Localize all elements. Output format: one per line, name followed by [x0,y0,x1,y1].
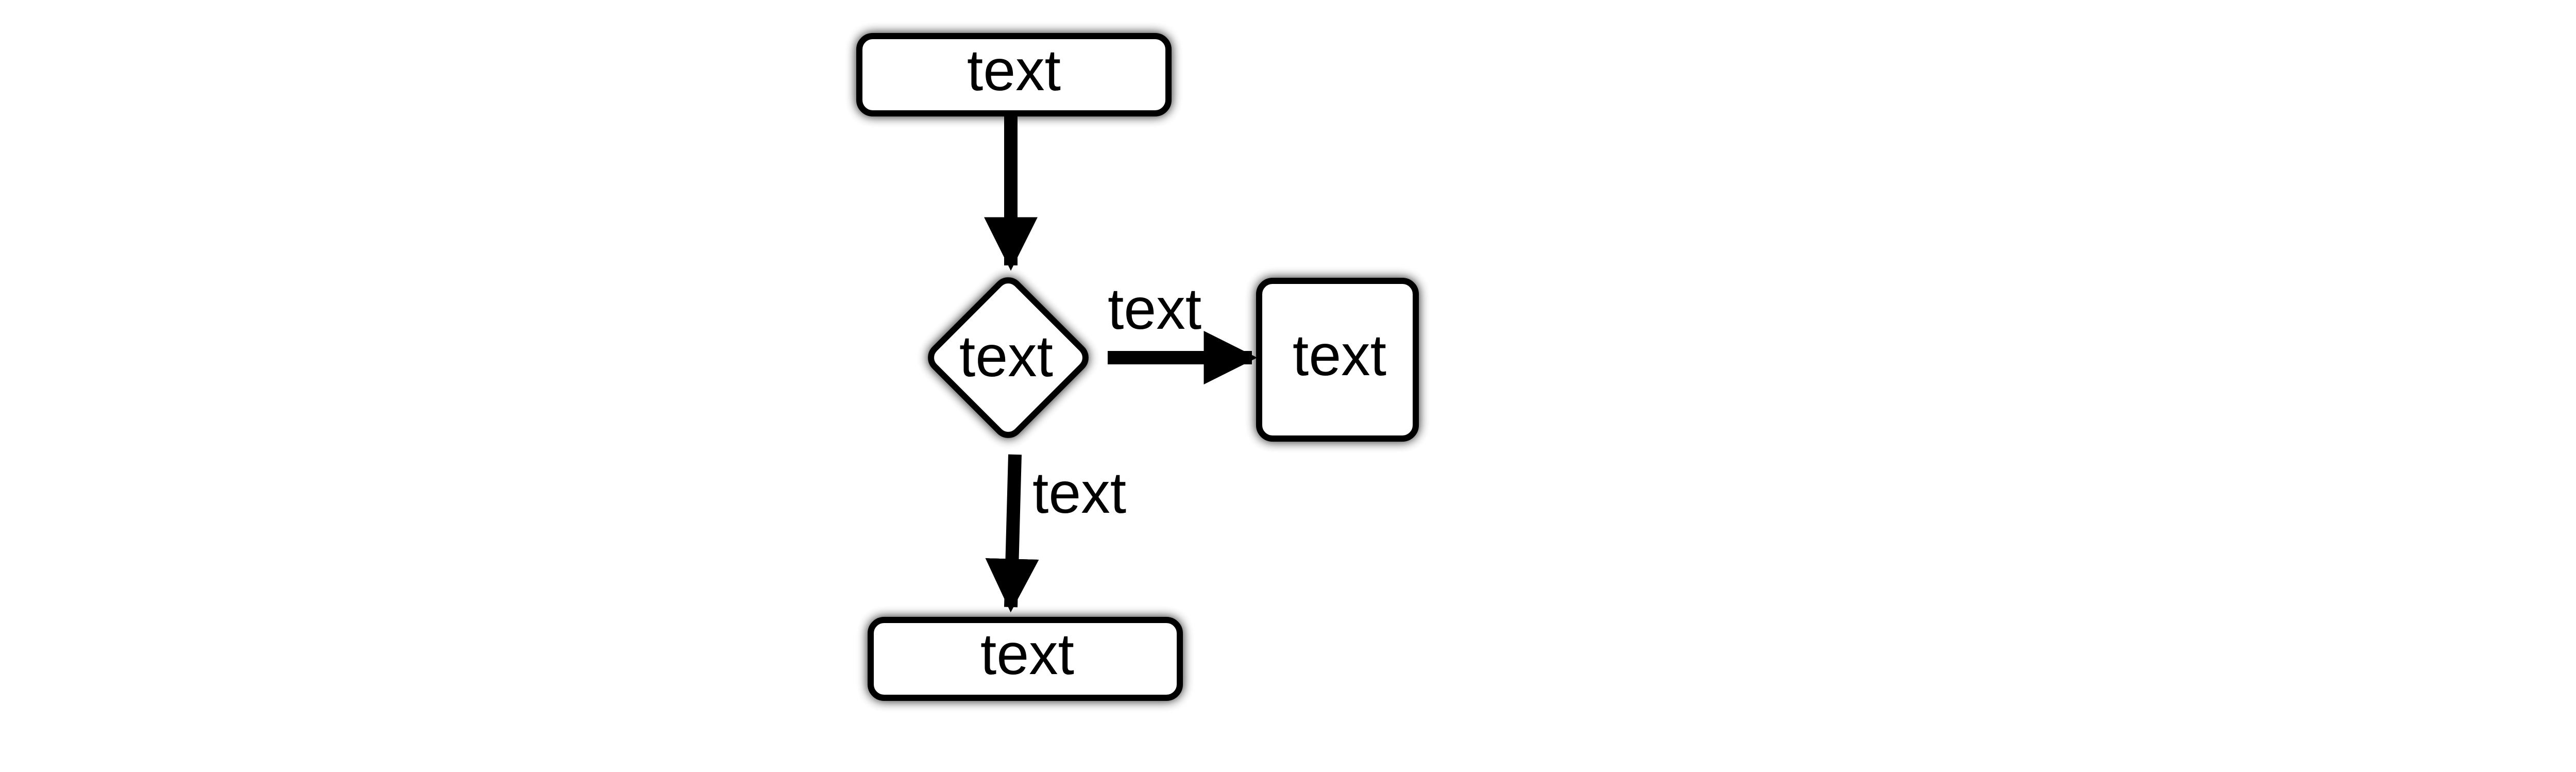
start-node-label: text [967,38,1061,103]
edge-decision-to-bottom [985,454,1039,613]
right-node-label: text [1293,323,1386,388]
start-node[interactable]: text [856,33,1172,116]
decision-node[interactable]: text [926,275,1091,440]
right-node-box [1256,278,1419,442]
bottom-node-box [868,617,1183,701]
edge-label-decision-to-right: text [1108,276,1201,341]
start-node-box [856,33,1172,116]
bottom-node-label: text [980,622,1074,686]
decision-node-label: text [959,324,1053,389]
bottom-node[interactable]: text [868,617,1183,701]
edges [984,114,1258,613]
right-node[interactable]: text [1256,278,1419,442]
decision-node-diamond [928,277,1089,438]
edge-label-decision-to-bottom: text [1032,460,1126,525]
